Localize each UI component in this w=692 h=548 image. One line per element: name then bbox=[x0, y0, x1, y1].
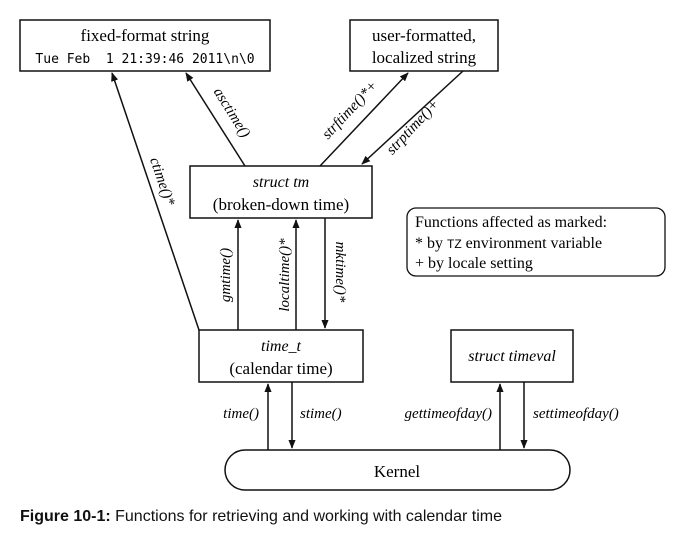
kernel-box: Kernel bbox=[224, 449, 571, 491]
figure-caption: Figure 10-1: Functions for retrieving an… bbox=[20, 508, 502, 526]
settimeofday-label: settimeofday() bbox=[533, 406, 619, 422]
fixed-format-string-example: Tue Feb 1 21:39:46 2011\n\0 bbox=[35, 52, 254, 67]
legend-tz-code: TZ bbox=[447, 237, 462, 251]
user-formatted-string-box: user-formatted, localized string bbox=[349, 19, 499, 72]
localtime-label: localtime()* bbox=[277, 238, 293, 312]
calendar-time-diagram: fixed-format string Tue Feb 1 21:39:46 2… bbox=[19, 19, 666, 491]
fixed-format-string-title: fixed-format string bbox=[81, 26, 210, 45]
struct-timeval-box: struct timeval bbox=[450, 329, 574, 383]
calendar-time-label: (calendar time) bbox=[229, 359, 332, 378]
asctime-arrow bbox=[185, 72, 246, 167]
legend-line-locale: + by locale setting bbox=[415, 255, 533, 272]
asctime-label: asctime() bbox=[210, 85, 253, 141]
figure-caption-text: Functions for retrieving and working wit… bbox=[110, 508, 502, 525]
ctime-label: ctime()* bbox=[146, 155, 178, 208]
gmtime-label: gmtime() bbox=[218, 248, 234, 302]
time-label: time() bbox=[223, 406, 259, 422]
ctime-arrow bbox=[111, 72, 200, 331]
strptime-label: strptime()+ bbox=[384, 96, 443, 158]
legend-line-tz-suffix: environment variable bbox=[462, 235, 602, 252]
legend-box: Functions affected as marked: * by TZ en… bbox=[406, 207, 666, 277]
user-formatted-string-line2: localized string bbox=[372, 48, 477, 67]
figure-caption-label: Figure 10-1: bbox=[20, 508, 111, 525]
kernel-label: Kernel bbox=[374, 462, 421, 481]
stime-label: stime() bbox=[300, 406, 342, 422]
legend-line-tz-prefix: * by bbox=[415, 235, 447, 252]
legend-title: Functions affected as marked: bbox=[415, 214, 607, 231]
mktime-label: mktime()* bbox=[332, 242, 348, 303]
time-t-label: time_t bbox=[261, 338, 302, 355]
fixed-format-string-box: fixed-format string Tue Feb 1 21:39:46 2… bbox=[19, 19, 271, 72]
struct-tm-box: struct tm (broken-down time) bbox=[189, 165, 373, 219]
user-formatted-string-line1: user-formatted, bbox=[372, 26, 476, 45]
broken-down-time-label: (broken-down time) bbox=[213, 195, 349, 214]
time-t-box: time_t (calendar time) bbox=[198, 329, 364, 383]
strftime-arrow bbox=[319, 72, 409, 167]
gettimeofday-label: gettimeofday() bbox=[405, 406, 492, 422]
legend-line-tz: * by TZ environment variable bbox=[415, 235, 602, 252]
struct-tm-label: struct tm bbox=[253, 174, 309, 191]
struct-timeval-label: struct timeval bbox=[468, 348, 556, 365]
strptime-arrow bbox=[361, 70, 464, 165]
